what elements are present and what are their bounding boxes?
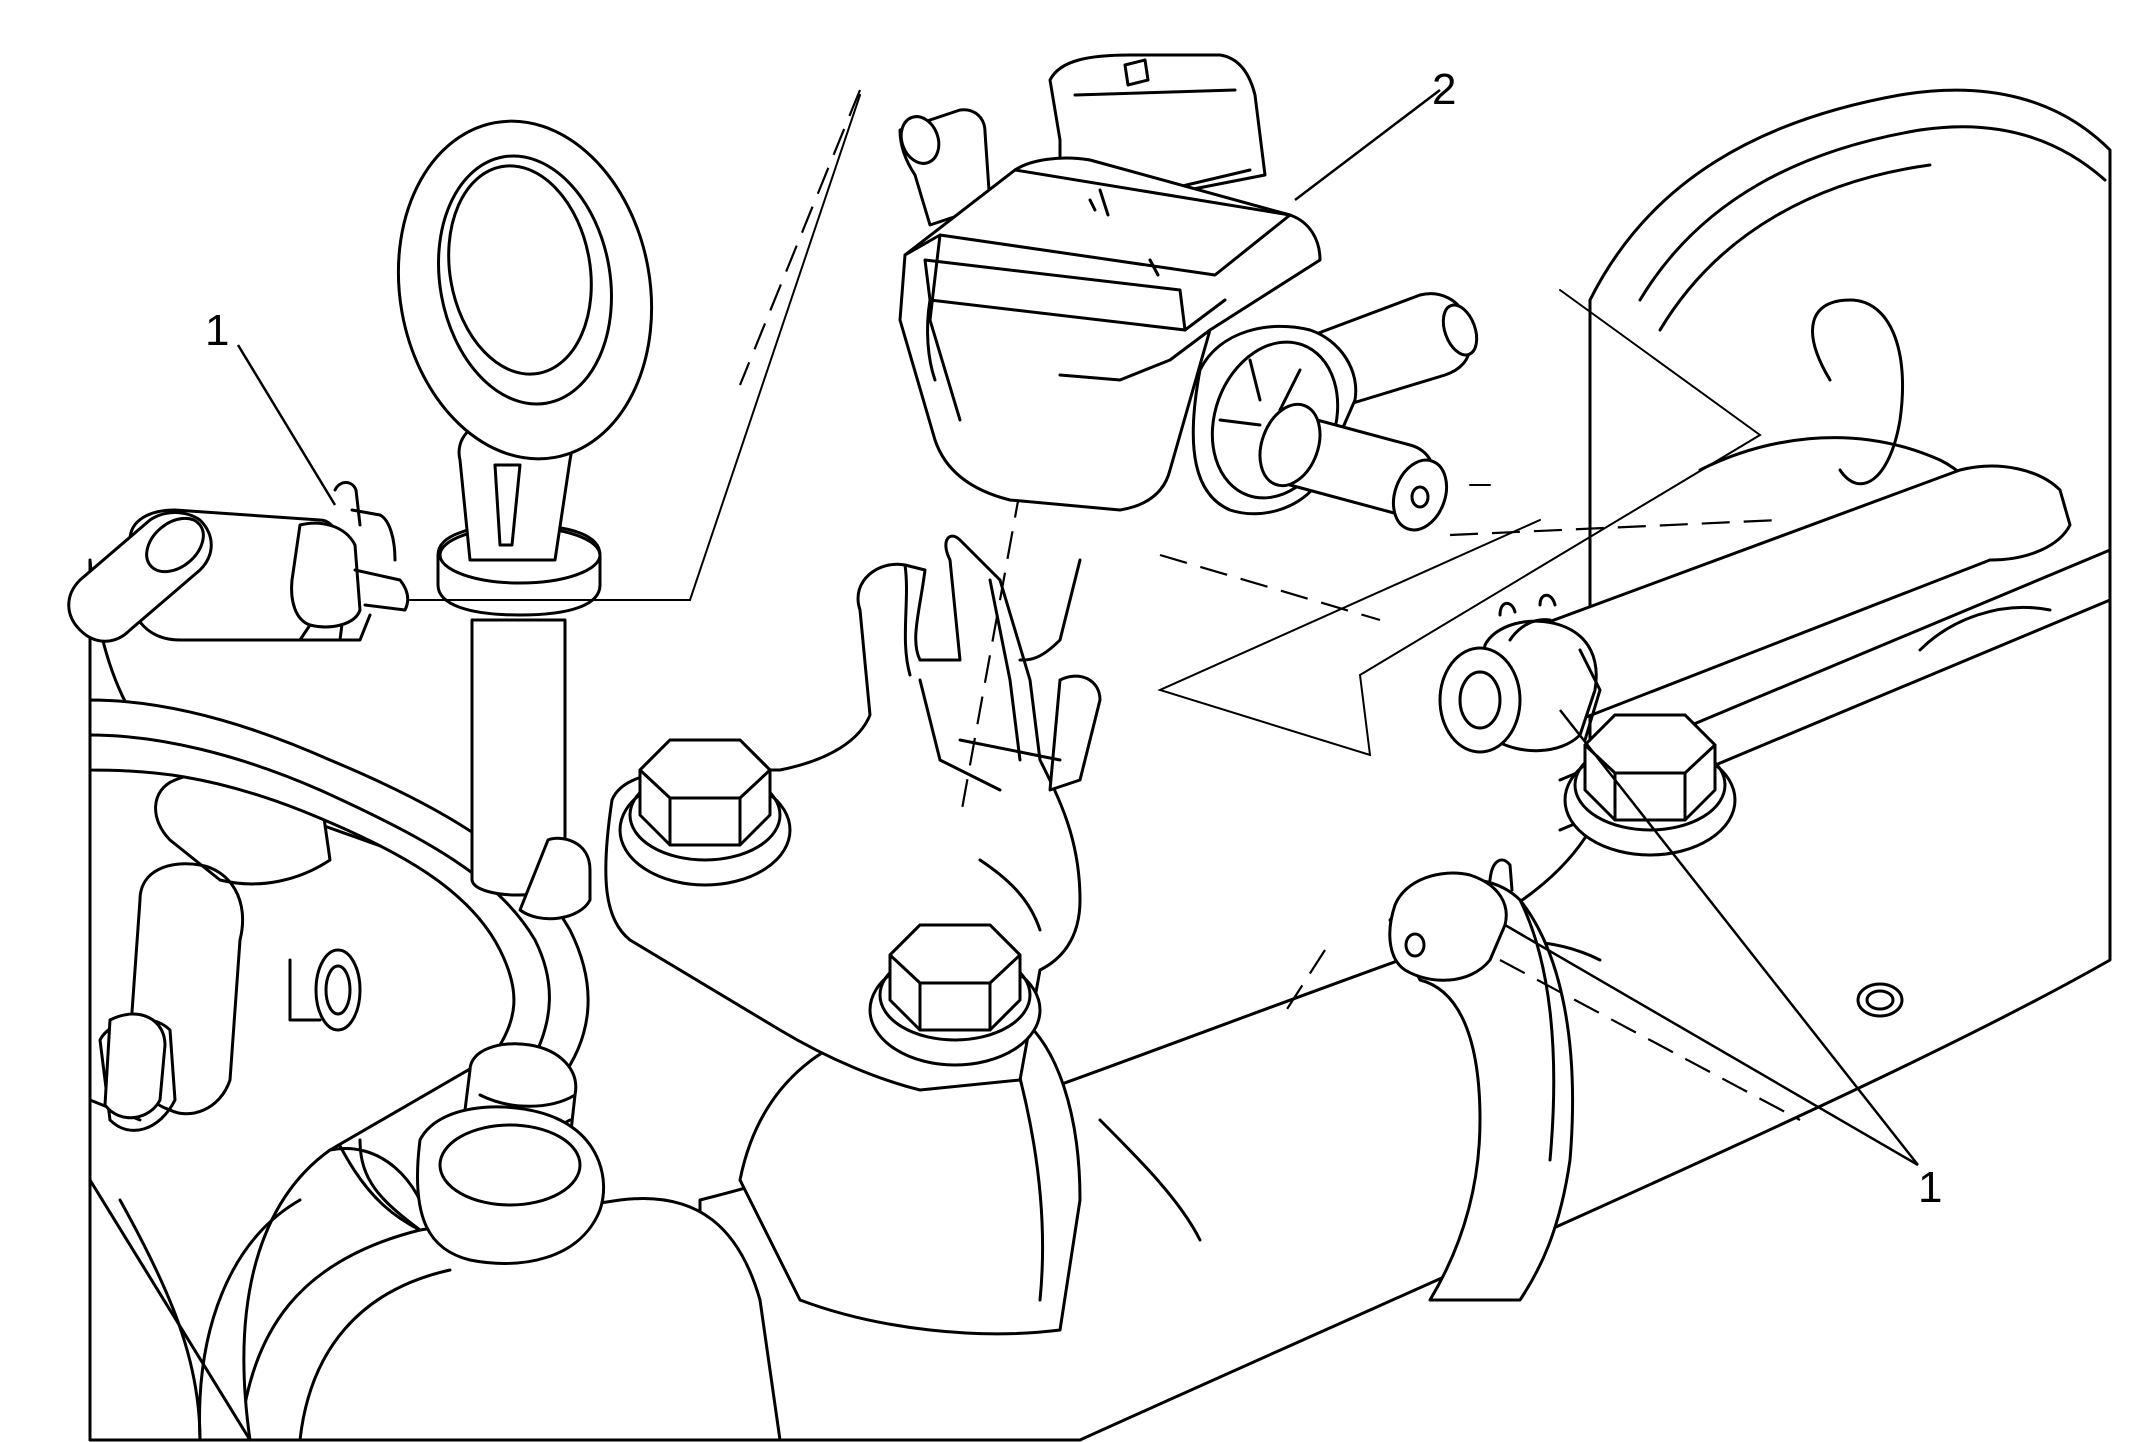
manifold-plenum xyxy=(238,1008,1202,1442)
solenoid-valve xyxy=(898,53,1479,532)
upper-left-clamp xyxy=(290,521,362,629)
detail-frames xyxy=(409,94,1762,757)
callout-label-clamp-right: 1 xyxy=(1918,1163,1942,1212)
block-bolt-hole xyxy=(314,948,362,1032)
bracket-bolt-upper xyxy=(618,738,792,887)
manifold-bolt-right xyxy=(1563,713,1737,857)
valve-mounting-bracket xyxy=(604,534,1737,1092)
right-vacuum-hose xyxy=(1388,858,1575,1302)
callout-label-clamp-left: 1 xyxy=(205,306,229,355)
callout-label-valve: 2 xyxy=(1432,65,1456,114)
flow-indicator-lines xyxy=(738,89,1801,1121)
callout-leaders xyxy=(236,89,1919,1167)
bracket-bolt-lower xyxy=(868,923,1042,1067)
manifold-port-hole xyxy=(1856,982,1904,1018)
oil-dipstick xyxy=(396,119,654,921)
